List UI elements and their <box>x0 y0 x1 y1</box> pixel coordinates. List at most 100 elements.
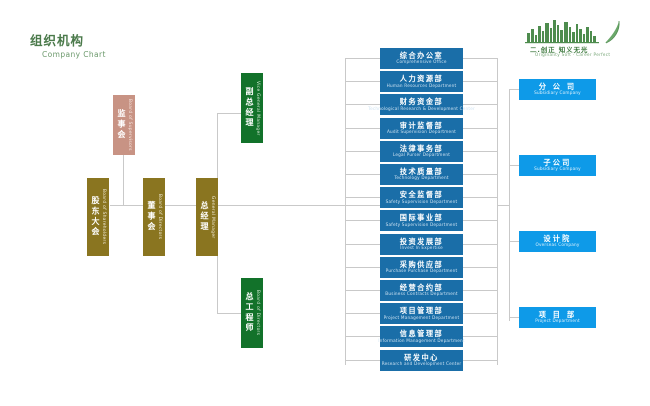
connector-ce-horizontal <box>217 313 241 314</box>
department-label-cn: 投资发展部 <box>399 236 444 246</box>
connector-supervisors-vertical <box>123 155 124 205</box>
box-general-manager[interactable]: 总经理 General Manager <box>196 178 218 256</box>
connector-dept-stub-right <box>463 220 497 222</box>
box-vice-general-manager-en: Vice General Manager <box>255 80 260 136</box>
page-title: 组织机构 Company Chart <box>30 33 106 59</box>
department-label-en: Research and Development Center <box>381 361 462 367</box>
connector-sub-stub <box>509 317 519 318</box>
connector-dept-stub-left <box>345 336 380 338</box>
skyline-icon <box>525 20 620 44</box>
subsidiary-label-cn: 分 公 司 <box>538 81 577 91</box>
connector-gm-down-vertical <box>217 205 218 313</box>
connector-sub-spine <box>509 90 510 321</box>
subsidiary-label-en: Project Department <box>535 318 580 324</box>
connector-dept-stub-left <box>345 150 380 152</box>
department-label-cn: 财务资金部 <box>399 97 444 107</box>
department-label-cn: 研发中心 <box>404 352 439 362</box>
box-vice-general-manager[interactable]: 副总经理 Vice General Manager <box>241 73 263 143</box>
department-label-cn: 人力资源部 <box>399 74 444 84</box>
box-supervisors-en: Board of Supervisors <box>127 99 132 151</box>
department-label-cn: 法律事务部 <box>399 143 444 153</box>
connector-gm-up-vertical <box>217 113 218 205</box>
subsidiary-label-cn: 项 目 部 <box>538 309 577 319</box>
connector-dept-stub-left <box>345 58 380 59</box>
connector-dept-stub-left <box>345 174 380 175</box>
department-label-en: Technological Research & Development Cen… <box>368 105 475 111</box>
department-label-en: Safety Supervision Department <box>385 221 458 227</box>
page-title-en: Company Chart <box>42 50 106 59</box>
box-directors[interactable]: 董事会 Board of Directors <box>143 178 165 256</box>
connector-dept-left-spine <box>345 58 346 365</box>
box-supervisors-cn: 监事会 <box>117 109 126 141</box>
connector-dept-stub-right <box>463 266 497 268</box>
department-label-cn: 安全监督部 <box>399 190 444 200</box>
department-label-en: Invest In Expertise <box>400 245 443 251</box>
connector-dept-stub-left <box>345 104 380 106</box>
connector-sub-stub <box>509 89 519 90</box>
connector-sub-spine-feed <box>497 205 509 206</box>
connector-dept-stub-right <box>463 104 497 106</box>
box-supervisors[interactable]: 监事会 Board of Supervisors <box>113 95 135 155</box>
connector-dept-stub-right <box>463 150 497 152</box>
box-chief-engineer[interactable]: 总工程师 Board of Directors <box>241 278 263 348</box>
connector-dept-stub-right <box>463 197 497 199</box>
department-label-en: Human Resources Department <box>386 82 457 88</box>
subsidiary-label-en: Subsidiary Company <box>534 166 581 172</box>
subsidiary-label-cn: 子公司 <box>543 157 572 167</box>
department-label-cn: 技术质量部 <box>399 166 444 176</box>
connector-vgm-horizontal <box>217 113 241 114</box>
department-label-cn: 综合办公室 <box>399 50 444 60</box>
connector-dept-stub-left <box>345 290 380 291</box>
connector-dept-stub-right <box>463 359 497 361</box>
logo-text-cn: 二.创正 知义无光 <box>530 46 589 54</box>
connector-dept-stub-right <box>463 174 497 175</box>
department-label-en: Purchase Purchase Department <box>385 268 458 274</box>
box-directors-cn: 董事会 <box>147 201 156 233</box>
box-general-manager-en: General Manager <box>210 195 215 239</box>
department-label-en: Comprehensive Office <box>396 59 447 65</box>
department-label-cn: 采购供应部 <box>399 259 444 269</box>
box-shareholders[interactable]: 股东大会 Board of Shareholders <box>87 178 109 256</box>
connector-dept-spine-feed <box>310 205 345 206</box>
department-label-cn: 信息管理部 <box>399 329 444 339</box>
connector-dept-stub-right <box>463 313 497 315</box>
connector-main-spine <box>110 205 380 206</box>
connector-dept-stub-right <box>463 58 497 59</box>
page-title-cn: 组织机构 <box>30 33 85 48</box>
connector-dept-stub-right <box>463 127 497 129</box>
department-label-cn: 经营合约部 <box>399 282 444 292</box>
connector-dept-stub-right <box>463 290 497 291</box>
box-shareholders-cn: 股东大会 <box>91 196 100 238</box>
box-vice-general-manager-cn: 副总经理 <box>245 87 254 129</box>
connector-dept-stub-left <box>345 127 380 129</box>
connector-dept-stub-right <box>463 243 497 245</box>
logo-text-en: Originality Soft · Career Perfect <box>535 52 611 57</box>
department-label-en: Safety Supervision Department <box>385 198 458 204</box>
connector-dept-stub-left <box>345 243 380 245</box>
connector-dept-stub-left <box>345 197 380 199</box>
department-label-en: Business Contracts Department <box>385 291 458 297</box>
connector-sub-stub <box>509 241 519 242</box>
company-logo: 二.创正 知义无光 Originality Soft · Career Perf… <box>519 17 637 61</box>
department-label-en: Project Management Department <box>383 314 460 320</box>
box-general-manager-cn: 总经理 <box>200 201 209 233</box>
connector-dept-right-spine <box>497 58 498 365</box>
